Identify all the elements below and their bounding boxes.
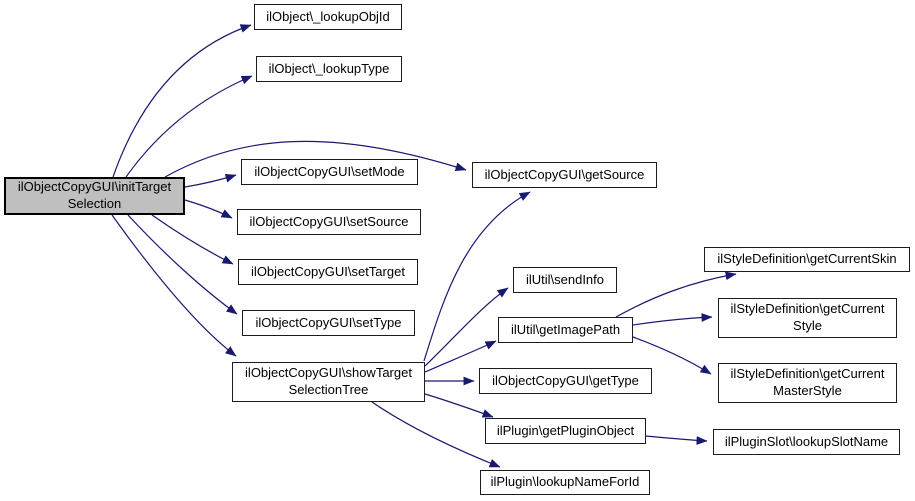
- edge-init-target-selection-to-get-source: [164, 140, 467, 178]
- edge-show-target-selection-tree-to-get-plugin-object: [424, 393, 494, 418]
- edge-init-target-selection-to-lookup-type: [125, 75, 253, 178]
- edge-init-target-selection-to-set-source: [184, 199, 233, 219]
- edge-get-plugin-object-to-lookup-slot-name: [645, 435, 708, 445]
- edge-show-target-selection-tree-to-send-info: [424, 287, 509, 367]
- graph-node-get-current-skin[interactable]: ilStyleDefinition\getCurrentSkin: [704, 247, 910, 272]
- graph-node-get-current-style[interactable]: ilStyleDefinition\getCurrent Style: [718, 298, 897, 338]
- edge-init-target-selection-to-set-target: [151, 214, 234, 265]
- graph-node-get-current-master-style[interactable]: ilStyleDefinition\getCurrent MasterStyle: [718, 363, 897, 403]
- graph-node-show-target-selection-tree[interactable]: ilObjectCopyGUI\showTarget SelectionTree: [232, 362, 425, 402]
- graph-node-get-plugin-object[interactable]: ilPlugin\getPluginObject: [485, 418, 646, 444]
- edge-init-target-selection-to-lookup-obj-id: [112, 24, 252, 178]
- graph-node-lookup-slot-name[interactable]: ilPluginSlot\lookupSlotName: [713, 429, 900, 455]
- edge-get-image-path-to-get-current-master-style: [632, 336, 712, 375]
- graph-node-get-type[interactable]: ilObjectCopyGUI\getType: [479, 368, 652, 394]
- graph-node-set-mode[interactable]: ilObjectCopyGUI\setMode: [241, 159, 418, 185]
- edge-get-image-path-to-get-current-skin: [615, 271, 737, 318]
- edge-init-target-selection-to-show-target-selection-tree: [111, 214, 237, 357]
- edge-group: [111, 24, 737, 468]
- graph-node-get-source[interactable]: ilObjectCopyGUI\getSource: [472, 162, 657, 188]
- edge-show-target-selection-tree-to-get-image-path: [424, 340, 497, 373]
- edge-get-image-path-to-get-current-style: [632, 313, 713, 326]
- graph-node-lookup-type[interactable]: ilObject\_lookupType: [256, 56, 402, 82]
- graph-node-set-source[interactable]: ilObjectCopyGUI\setSource: [237, 209, 421, 235]
- edge-init-target-selection-to-set-type: [127, 214, 238, 315]
- graph-node-lookup-name-for-id[interactable]: ilPlugin\lookupNameForId: [480, 470, 650, 495]
- graph-node-init-target-selection: ilObjectCopyGUI\initTarget Selection: [4, 177, 185, 215]
- edge-init-target-selection-to-set-mode: [184, 173, 237, 188]
- graph-node-send-info[interactable]: ilUtil\sendInfo: [513, 267, 617, 293]
- graph-node-get-image-path[interactable]: ilUtil\getImagePath: [498, 317, 633, 343]
- graph-node-set-type[interactable]: ilObjectCopyGUI\setType: [242, 310, 415, 336]
- graph-node-set-target[interactable]: ilObjectCopyGUI\setTarget: [238, 259, 418, 285]
- edge-show-target-selection-tree-to-get-source: [423, 191, 531, 362]
- edge-show-target-selection-tree-to-lookup-name-for-id: [371, 401, 501, 468]
- graph-node-lookup-obj-id[interactable]: ilObject\_lookupObjId: [254, 4, 402, 30]
